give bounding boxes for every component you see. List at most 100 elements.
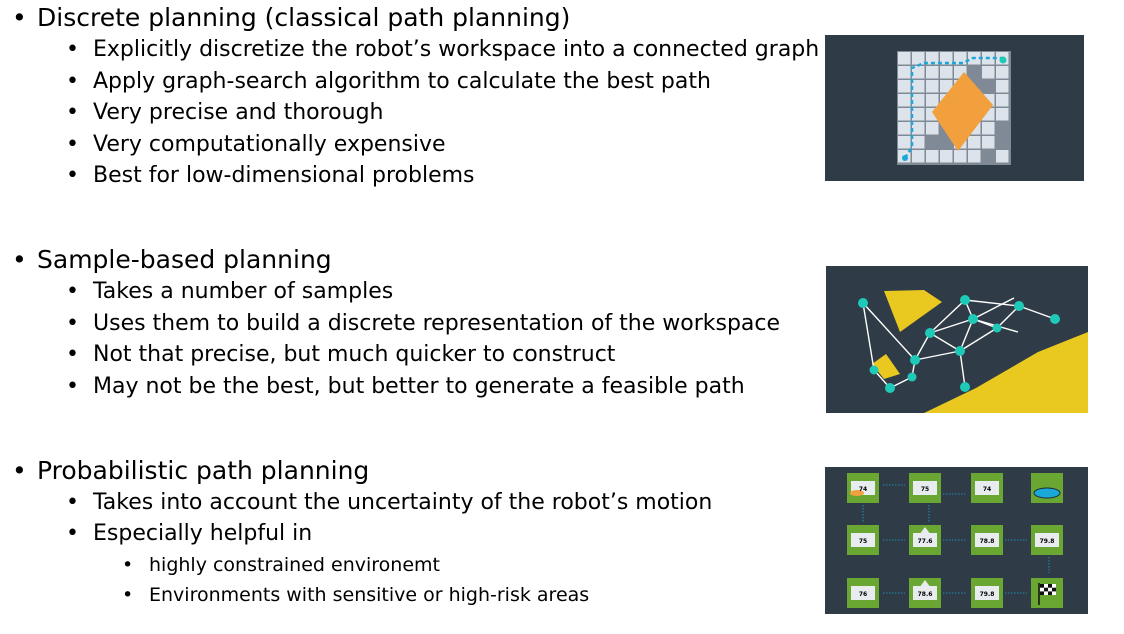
- bullet-item: •Best for low-dimensional problems: [66, 163, 475, 188]
- bullet-item: •Uses them to build a discrete represent…: [66, 311, 781, 336]
- grid-value: 79.8: [980, 591, 995, 598]
- bullet: •: [122, 554, 134, 576]
- grid-value: 77.6: [918, 538, 933, 545]
- grid-tile-inner: [851, 586, 875, 600]
- hill-marker: [919, 527, 931, 535]
- grid-cell: [982, 122, 995, 135]
- grid-value: 79.8: [1040, 538, 1055, 545]
- bullet: •: [66, 521, 79, 546]
- bullet: •: [66, 311, 79, 336]
- bullet-item: •May not be the best, but better to gene…: [66, 374, 745, 399]
- roadmap-illustration: [826, 266, 1088, 413]
- grid-svg: [897, 51, 1011, 165]
- grid-cell: [926, 66, 939, 79]
- grid-value: 75: [921, 486, 929, 493]
- roadmap-nodes: [858, 295, 1060, 393]
- grid-cell: [940, 52, 953, 65]
- grid-cell: [968, 136, 981, 149]
- grid-cell: [912, 80, 925, 93]
- roadmap-svg: [858, 290, 1088, 413]
- grid-tile-inner: [975, 586, 999, 600]
- grid-cell: [982, 136, 995, 149]
- heading-discrete-planning: •Discrete planning (classical path plann…: [12, 3, 571, 32]
- grid-cell: [954, 52, 967, 65]
- grid-cell: [898, 80, 911, 93]
- bullet-item: •Very computationally expensive: [66, 132, 446, 157]
- grid-tile-inner: [913, 586, 937, 600]
- grid-cell: [940, 66, 953, 79]
- grid-cell: [912, 108, 925, 121]
- bullet-item: •Explicitly discretize the robot’s works…: [66, 37, 820, 62]
- grid-cell: [898, 94, 911, 107]
- grid-cell: [898, 66, 911, 79]
- grid-tile-inner: [851, 533, 875, 547]
- prob-grid-svg: 74 75 74 75 77.6 78.8 79.8 76 78.6: [847, 473, 1063, 608]
- obstacle-small: [872, 354, 900, 379]
- probabilistic-grid-illustration: 74 75 74 75 77.6 78.8 79.8 76 78.6: [825, 467, 1088, 614]
- hill-marker: [919, 580, 931, 588]
- grid-cell: [898, 52, 911, 65]
- goal-node: [999, 56, 1007, 64]
- bullet: •: [122, 584, 134, 606]
- grid-cell: [954, 150, 967, 163]
- grid-value: 74: [859, 486, 867, 493]
- grid-tile-inner: [913, 481, 937, 495]
- bullet-item: •Apply graph-search algorithm to calcula…: [66, 69, 711, 94]
- finish-flag-icon: [1038, 583, 1056, 605]
- bullet: •: [12, 456, 27, 485]
- grid-cell: [898, 122, 911, 135]
- grid-cell: [912, 150, 925, 163]
- bullet: •: [66, 163, 79, 188]
- bullet: •: [12, 245, 27, 274]
- bullet: •: [66, 342, 79, 367]
- grid-cell: [996, 94, 1009, 107]
- heading-probabilistic-path-planning: •Probabilistic path planning: [12, 456, 370, 485]
- bullet-item: •Especially helpful in: [66, 521, 313, 546]
- grid-cell: [912, 136, 925, 149]
- bullet-item: •Takes a number of samples: [66, 279, 394, 304]
- grid-value: 78.6: [918, 591, 933, 598]
- grid-cell: [898, 136, 911, 149]
- grid-cell: [968, 150, 981, 163]
- bullet: •: [66, 37, 79, 62]
- grid-cell: [996, 108, 1009, 121]
- grid-tile-inner: [1035, 533, 1059, 547]
- grid-cell: [926, 80, 939, 93]
- bullet: •: [66, 132, 79, 157]
- grid-cell: [926, 122, 939, 135]
- water-hazard: [1033, 487, 1061, 499]
- bullet: •: [12, 3, 27, 32]
- grid-path-illustration: [825, 35, 1084, 181]
- grid-cell: [912, 122, 925, 135]
- bullet: •: [66, 279, 79, 304]
- sub-bullet-item: •highly constrained environemt: [122, 554, 440, 576]
- grid-cell: [912, 94, 925, 107]
- heading-sample-based-planning: •Sample-based planning: [12, 245, 332, 274]
- grid-cells: [898, 52, 1009, 163]
- grid-cell: [996, 150, 1009, 163]
- grid-value: 76: [859, 591, 867, 598]
- grid-value: 78.8: [980, 538, 995, 545]
- bullet: •: [66, 490, 79, 515]
- grid-cell: [926, 150, 939, 163]
- grid-cell: [940, 80, 953, 93]
- transition-arrows: [862, 484, 1050, 594]
- sub-bullet-item: •Environments with sensitive or high-ris…: [122, 584, 590, 606]
- bullet: •: [66, 69, 79, 94]
- grid-value: 75: [859, 538, 867, 545]
- grid-cell: [912, 66, 925, 79]
- grid-cell: [940, 150, 953, 163]
- obstacle-diamond: [932, 72, 993, 151]
- bullet-item: •Very precise and thorough: [66, 100, 384, 125]
- grid-tile-inner: [913, 533, 937, 547]
- bullet: •: [66, 374, 79, 399]
- start-node: [902, 155, 908, 161]
- grid-cell: [898, 108, 911, 121]
- grid-cell: [926, 94, 939, 107]
- grid-cell: [926, 52, 939, 65]
- bullet-item: •Takes into account the uncertainty of t…: [66, 490, 713, 515]
- obstacle-quad: [884, 290, 942, 332]
- obstacle-large: [924, 332, 1088, 413]
- grid-value: 74: [983, 486, 991, 493]
- grid-cell: [912, 52, 925, 65]
